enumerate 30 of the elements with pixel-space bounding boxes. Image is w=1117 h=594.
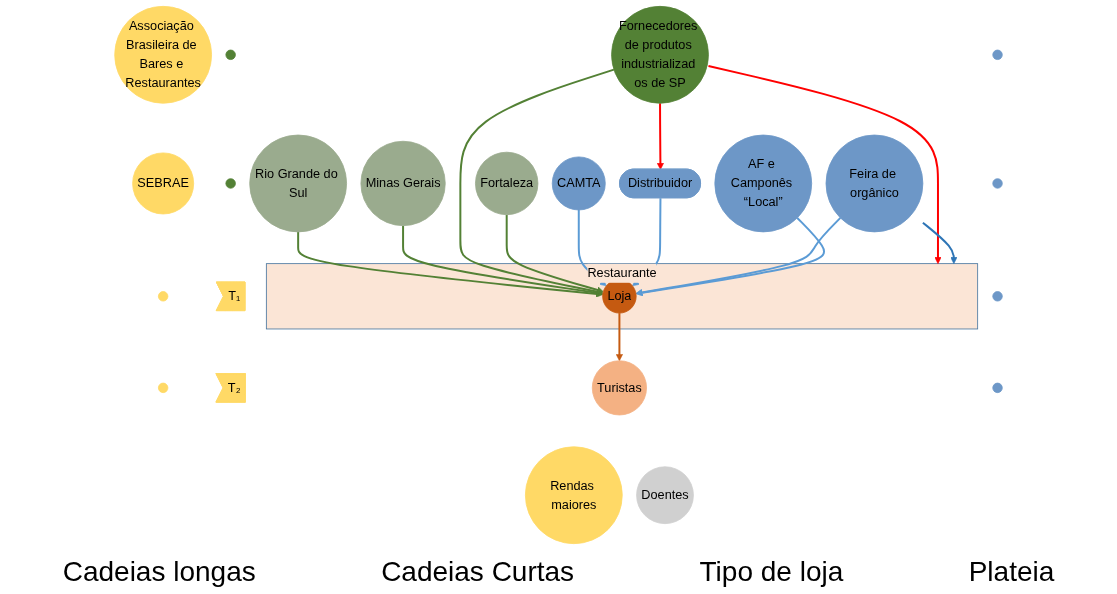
node-circle xyxy=(225,178,236,189)
node-circle: Fornecedores de produtos industrializad os de SP xyxy=(611,5,709,104)
node-circle xyxy=(158,291,169,302)
arrow xyxy=(505,213,604,294)
node-circle: AF e Camponês “Local” xyxy=(714,134,813,233)
arrow xyxy=(921,221,958,264)
node-circle: Minas Gerais xyxy=(360,140,446,227)
arrow xyxy=(656,102,664,170)
node-circle: Associação Brasileira de Bares e Restaurantes xyxy=(114,5,212,104)
node-circle xyxy=(992,291,1003,302)
node-circle: Doentes xyxy=(636,466,694,525)
node-circle: Rio Grande do Sul xyxy=(249,134,347,233)
node-circle: Fortaleza xyxy=(475,151,539,216)
node-circle xyxy=(992,49,1003,60)
node-circle: Rendas maiores xyxy=(525,446,623,545)
node-circle xyxy=(992,178,1003,189)
arrow xyxy=(459,68,615,296)
section-label: Plateia xyxy=(968,556,1055,588)
arrow xyxy=(707,65,942,264)
section-label: Tipo de loja xyxy=(699,556,844,588)
node-circle: Turistas xyxy=(591,360,647,416)
section-label: Cadeias longas xyxy=(62,556,256,588)
section-label: Cadeias Curtas xyxy=(381,556,575,588)
node-circle: CAMTA xyxy=(551,156,606,211)
node-circle: SEBRAE xyxy=(132,152,195,215)
arrow xyxy=(615,312,623,362)
node-circle xyxy=(992,382,1003,394)
node-circle xyxy=(158,382,169,394)
node-circle xyxy=(225,49,236,60)
node-circle: Feira de orgânico xyxy=(825,134,924,233)
